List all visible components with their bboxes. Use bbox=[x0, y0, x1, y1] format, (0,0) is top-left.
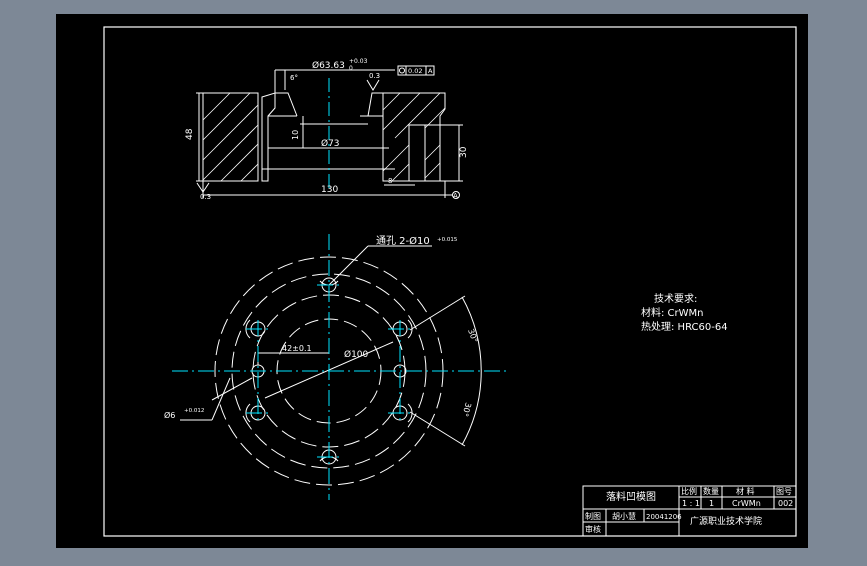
drawn-label: 制图 bbox=[585, 511, 601, 521]
dim-chamfer-text: 6° bbox=[290, 74, 298, 82]
dim-inner-text: Ø73 bbox=[321, 138, 340, 149]
qty-label: 数量 bbox=[703, 486, 719, 496]
datum-circle bbox=[452, 191, 460, 199]
angle-arc bbox=[461, 296, 482, 446]
roughness-top-text: 0.3 bbox=[369, 72, 380, 80]
drawn-date: 20041206 bbox=[646, 513, 682, 521]
notes-title: 技术要求: bbox=[654, 292, 697, 305]
model-space[interactable] bbox=[56, 14, 808, 548]
dim-pin-hole-text: Ø6 bbox=[164, 410, 175, 420]
notes-heat-treatment: 热处理: HRC60-64 bbox=[641, 320, 728, 333]
right-wall-outline bbox=[382, 92, 446, 182]
scale-value: 1 : 1 bbox=[682, 499, 700, 508]
roughness-left-symbol bbox=[196, 182, 210, 193]
checked-label: 审核 bbox=[585, 524, 601, 534]
left-wall-outline bbox=[202, 92, 259, 182]
plan-centerlines bbox=[172, 234, 506, 500]
dim-pocket-text: 30 bbox=[459, 146, 469, 158]
material-value: CrWMn bbox=[732, 499, 761, 508]
technical-notes: 技术要求: 材料: CrWMn 热处理: HRC60-64 bbox=[641, 292, 728, 333]
qty-value: 1 bbox=[709, 499, 714, 508]
leader-pin-hole bbox=[211, 377, 231, 421]
roughness-left-text: 0.3 bbox=[200, 193, 211, 201]
dim-bore-text: Ø100 bbox=[344, 349, 369, 360]
drawing-name: 落料凹模图 bbox=[606, 490, 656, 503]
taper-left bbox=[275, 92, 298, 117]
dim-small-text: 8 bbox=[388, 177, 392, 185]
taper-right bbox=[367, 92, 383, 117]
dim-offset-text: 42±0.1 bbox=[282, 344, 312, 353]
dim-width-text: 130 bbox=[321, 185, 338, 195]
pin-pocket bbox=[408, 124, 426, 182]
roughness-top-symbol bbox=[366, 79, 380, 91]
angle-lower-text: 30° bbox=[460, 401, 472, 417]
through-hole-note: 通孔 2-Ø10 bbox=[376, 235, 430, 247]
notes-material: 材料: CrWMn bbox=[641, 306, 704, 319]
leader-through-hole bbox=[328, 245, 369, 286]
drawing-border bbox=[103, 26, 797, 537]
dim-top-tol: +0.03 bbox=[349, 58, 368, 65]
datum-label: A bbox=[453, 192, 458, 200]
material-label: 材 料 bbox=[736, 486, 755, 496]
dim-depth-text: 10 bbox=[291, 130, 300, 140]
dim-pin-hole-tol: +0.012 bbox=[184, 408, 204, 414]
drawn-by: 胡小慧 bbox=[612, 511, 636, 521]
through-hole-tol: +0.015 bbox=[437, 237, 458, 243]
dim-height-text: 48 bbox=[185, 128, 195, 140]
scale-label: 比例 bbox=[681, 486, 697, 496]
hatch-left bbox=[202, 92, 259, 182]
dim-top-text: Ø63.63 bbox=[312, 60, 345, 71]
school-name: 广源职业技术学院 bbox=[690, 515, 762, 527]
number-label: 图号 bbox=[776, 487, 792, 496]
number-value: 002 bbox=[778, 499, 793, 508]
flatness-frame bbox=[397, 65, 435, 76]
dim-top-tol-low: 0 bbox=[349, 65, 353, 72]
flatness-datum: A bbox=[428, 67, 433, 75]
title-block bbox=[582, 485, 797, 537]
flatness-value: 0.02 bbox=[408, 67, 422, 75]
